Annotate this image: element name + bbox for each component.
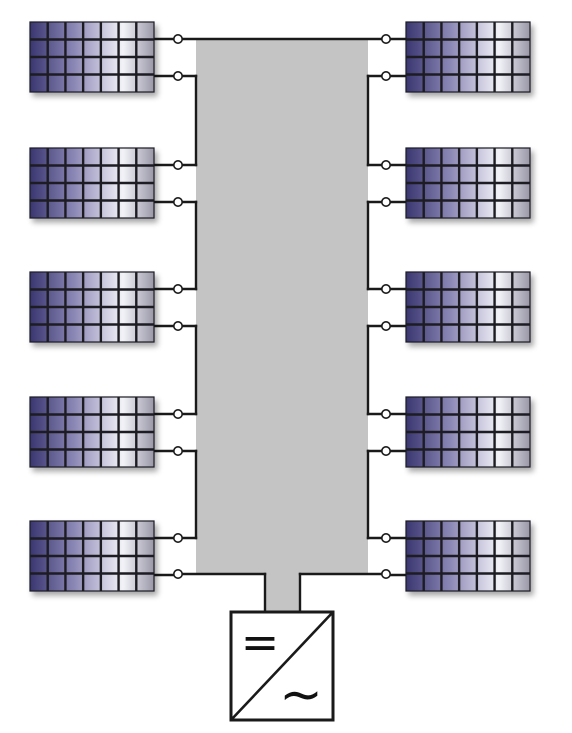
terminal-icon [173,320,184,331]
terminal-icon [380,71,391,82]
terminal-icon [173,283,184,294]
terminal-icon [380,568,391,579]
solar-panel-icon [29,21,155,93]
terminal-icon [173,160,184,171]
terminal-icon [173,532,184,543]
terminal-icon [173,197,184,208]
solar-panel-icon [29,271,155,343]
ac-symbol: ~ [279,665,323,725]
solar-panel-icon [405,271,531,343]
solar-panel-icon [405,396,531,468]
terminal-icon [380,408,391,419]
terminal-icon [173,71,184,82]
terminal-group [173,33,391,579]
terminal-icon [173,445,184,456]
solar-panel-icon [29,520,155,592]
terminal-icon [173,568,184,579]
terminal-icon [380,197,391,208]
dc-symbol: = [241,615,280,669]
inverter-diagonal [230,611,334,721]
solar-panel-array [29,21,531,592]
terminal-icon [380,532,391,543]
dc-bus-area [196,39,368,612]
solar-panel-icon [405,21,531,93]
terminal-icon [380,33,391,44]
solar-panel-icon [405,147,531,219]
terminal-icon [380,445,391,456]
terminal-icon [380,320,391,331]
terminal-icon [380,283,391,294]
solar-panel-icon [29,396,155,468]
terminal-icon [173,33,184,44]
inverter-icon: = ~ [229,610,335,725]
terminal-icon [380,160,391,171]
solar-panel-icon [29,147,155,219]
terminal-icon [173,408,184,419]
solar-panel-icon [405,520,531,592]
